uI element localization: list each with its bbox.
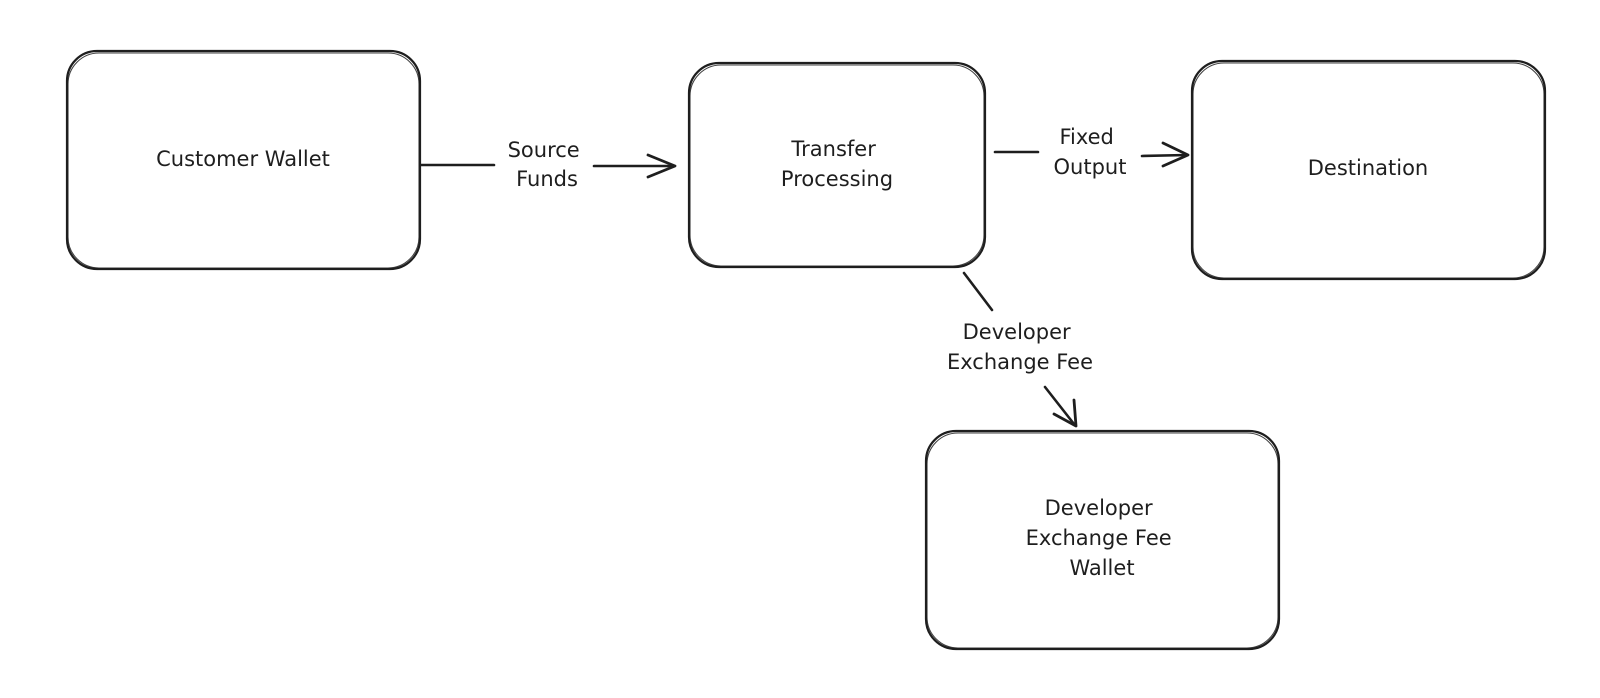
node-customer-wallet[interactable]: Customer Wallet: [65, 49, 422, 271]
node-transfer-processing-box: [687, 61, 987, 269]
edge-developer-exchange-fee[interactable]: Developer Exchange Fee: [947, 271, 1093, 428]
node-destination-label: Destination: [1308, 156, 1429, 180]
node-transfer-processing-label: Transfer Processing: [781, 137, 893, 191]
node-developer-exchange-fee-wallet[interactable]: Developer Exchange Fee Wallet: [924, 429, 1281, 651]
edge-fixed-output[interactable]: Fixed Output: [993, 125, 1190, 179]
node-developer-exchange-fee-wallet-outline: [926, 432, 1279, 649]
node-customer-wallet-label: Customer Wallet: [156, 147, 330, 171]
edge-source-funds[interactable]: Source Funds: [419, 138, 677, 191]
node-destination-outline: [1192, 62, 1545, 279]
node-developer-exchange-fee-wallet-label: Developer Exchange Fee Wallet: [1026, 496, 1179, 580]
node-customer-wallet-outline: [67, 52, 420, 269]
node-developer-exchange-fee-wallet-box: [924, 429, 1281, 651]
edge-developer-exchange-fee-label: Developer Exchange Fee: [947, 320, 1093, 374]
arrowhead-icon: [1161, 141, 1190, 168]
arrowhead-icon: [1052, 398, 1078, 428]
edge-source-funds-label: Source Funds: [508, 138, 587, 191]
edge-fixed-output-label: Fixed Output: [1054, 125, 1127, 179]
node-destination-box: [1190, 59, 1547, 281]
edge-developer-exchange-fee-line: [1043, 385, 1076, 426]
node-transfer-processing-outline: [689, 64, 985, 267]
node-destination[interactable]: Destination: [1190, 59, 1547, 281]
arrowhead-icon: [646, 153, 677, 179]
node-customer-wallet-box: [65, 49, 422, 271]
node-transfer-processing[interactable]: Transfer Processing: [687, 61, 987, 269]
edge-fixed-output-line: [1140, 153, 1189, 158]
edge-developer-exchange-fee-line: [962, 271, 994, 312]
